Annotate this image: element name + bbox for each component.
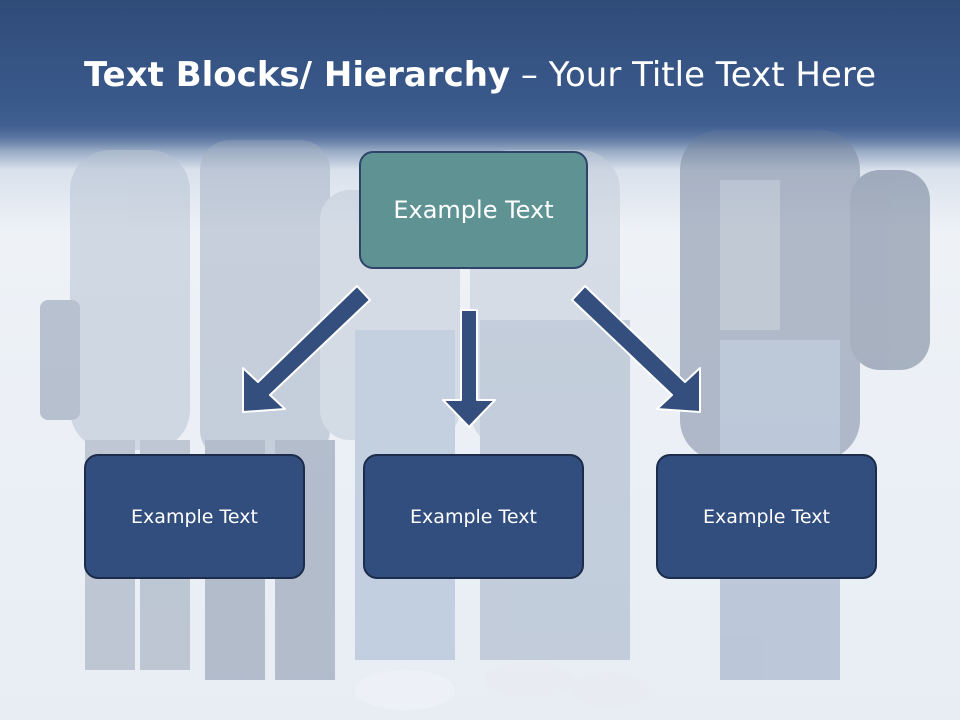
child-text-block-1[interactable]: Example Text bbox=[84, 454, 305, 579]
arrow-left bbox=[242, 285, 371, 413]
top-text-block-label: Example Text bbox=[393, 196, 554, 224]
arrow-middle bbox=[442, 309, 496, 428]
child-text-block-label: Example Text bbox=[410, 505, 537, 528]
top-text-block[interactable]: Example Text bbox=[359, 151, 588, 269]
title-dash: – bbox=[510, 55, 549, 95]
arrow-right bbox=[571, 285, 701, 413]
title-bold-part: Text Blocks/ Hierarchy bbox=[83, 55, 511, 95]
child-text-block-3[interactable]: Example Text bbox=[656, 454, 877, 579]
child-text-block-2[interactable]: Example Text bbox=[363, 454, 584, 579]
child-text-block-label: Example Text bbox=[131, 505, 258, 528]
child-text-block-label: Example Text bbox=[703, 505, 830, 528]
slide-title: Text Blocks/ Hierarchy – Your Title Text… bbox=[0, 52, 960, 98]
title-bar bbox=[0, 0, 960, 150]
title-rest-part: Your Title Text Here bbox=[548, 55, 877, 95]
